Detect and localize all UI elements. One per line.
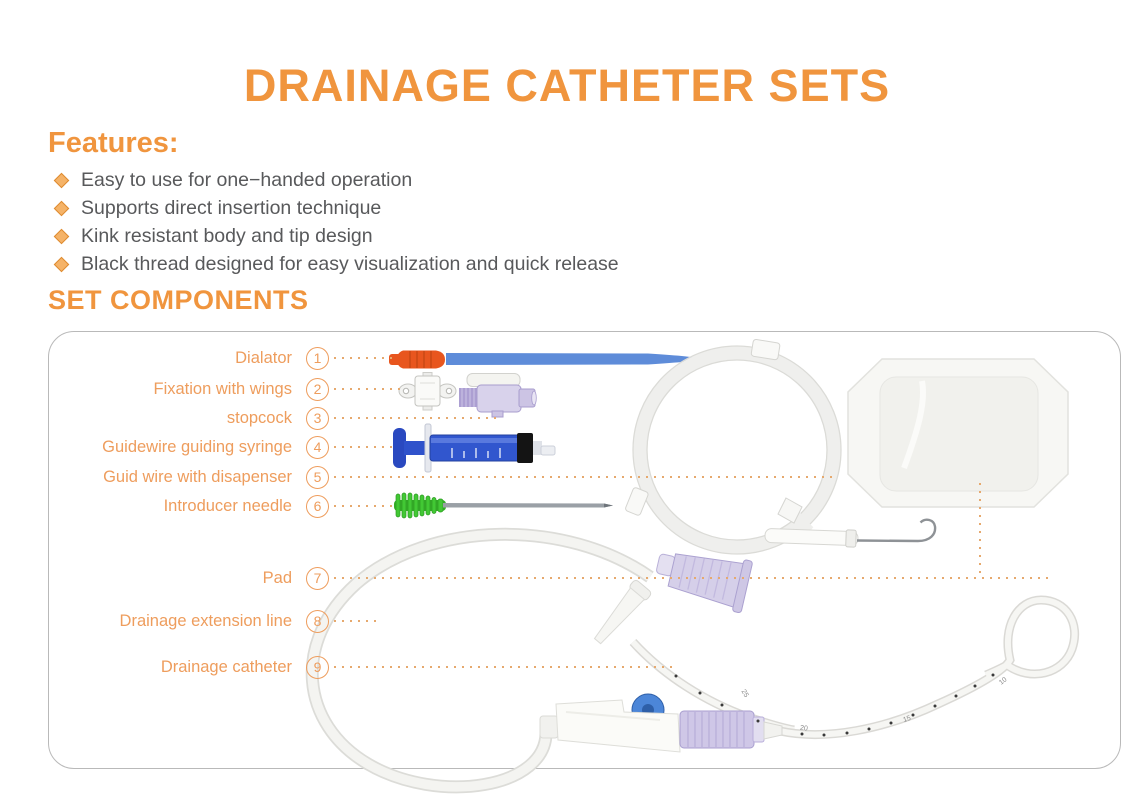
component-row-catheter: Drainage catheter 9: [60, 655, 674, 679]
component-row-fixation: Fixation with wings 2: [60, 377, 402, 401]
component-row-extension-line: Drainage extension line 8: [60, 609, 378, 633]
leader-line: [334, 417, 500, 419]
diamond-bullet-icon: [53, 200, 70, 216]
feature-text: Supports direct insertion technique: [81, 196, 382, 219]
feature-text: Black thread designed for easy visualiza…: [81, 252, 619, 275]
component-row-guidewire: Guid wire with disapenser 5: [60, 465, 834, 489]
feature-item: Kink resistant body and tip design: [52, 222, 619, 250]
component-label: Introducer needle: [163, 496, 292, 515]
component-number-badge: 7: [306, 566, 329, 590]
leader-line: [334, 476, 834, 478]
component-label: Guid wire with disapenser: [103, 467, 292, 486]
component-label: Fixation with wings: [153, 379, 292, 398]
features-heading: Features:: [48, 127, 179, 159]
component-row-dilator: Dialator 1: [60, 346, 397, 370]
component-number-badge: 4: [306, 435, 329, 459]
feature-text: Kink resistant body and tip design: [81, 224, 373, 247]
component-label: Drainage extension line: [119, 611, 292, 630]
diamond-bullet-icon: [53, 256, 70, 272]
component-label: Pad: [262, 568, 292, 587]
component-number-badge: 1: [306, 346, 329, 370]
leader-line: [334, 388, 402, 390]
feature-text: Easy to use for one−handed operation: [81, 168, 413, 191]
diamond-bullet-icon: [53, 172, 70, 188]
leader-line: [334, 357, 397, 359]
component-label: Guidewire guiding syringe: [102, 437, 292, 456]
component-number-badge: 6: [306, 494, 329, 518]
component-number-badge: 9: [306, 655, 329, 679]
component-number-badge: 8: [306, 609, 329, 633]
feature-item: Easy to use for one−handed operation: [52, 166, 619, 194]
component-label: Drainage catheter: [160, 657, 292, 676]
component-number-badge: 2: [306, 377, 329, 401]
feature-item: Supports direct insertion technique: [52, 194, 619, 222]
leader-line: [334, 666, 674, 668]
leader-line: [334, 446, 392, 448]
component-row-needle: Introducer needle 6: [60, 494, 392, 518]
features-list: Easy to use for one−handed operation Sup…: [52, 166, 619, 278]
component-label: Dialator: [235, 348, 292, 367]
leader-line: [334, 577, 1050, 579]
leader-line: [334, 620, 378, 622]
component-number-badge: 3: [306, 406, 329, 430]
component-row-pad: Pad 7: [60, 566, 1050, 590]
set-components-heading: SET COMPONENTS: [48, 285, 309, 315]
component-row-stopcock: stopcock 3: [60, 406, 500, 430]
page-title: DRAINAGE CATHETER SETS: [243, 60, 891, 111]
component-label: stopcock: [226, 408, 292, 427]
pad-leader-line-vertical: [979, 483, 981, 577]
leader-line: [334, 505, 392, 507]
feature-item: Black thread designed for easy visualiza…: [52, 250, 619, 278]
component-number-badge: 5: [306, 465, 329, 489]
diamond-bullet-icon: [53, 228, 70, 244]
component-row-syringe: Guidewire guiding syringe 4: [60, 435, 392, 459]
